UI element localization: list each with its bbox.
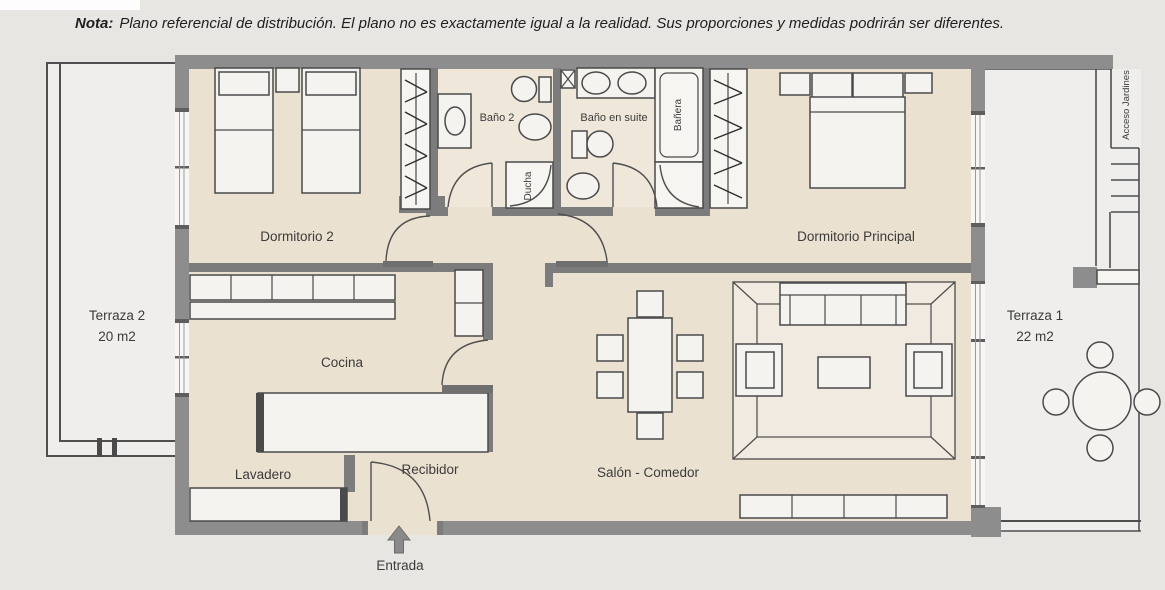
dining-chair (636, 412, 664, 440)
dining-set (596, 290, 704, 440)
pillow (852, 72, 904, 99)
sofa (779, 282, 907, 326)
label-terraza1-area: 22 m2 (1016, 329, 1054, 344)
terraza-2 (46, 62, 175, 457)
label-dormitorio-principal: Dormitorio Principal (797, 229, 915, 244)
laundry-box-icon (560, 69, 576, 89)
entrada-arrow-icon (386, 525, 412, 554)
label-terraza1: Terraza 1 (1007, 308, 1063, 323)
nightstand (275, 67, 300, 93)
dining-chair (596, 371, 624, 399)
top-left-sliver (0, 0, 140, 10)
label-recibidor: Recibidor (401, 462, 459, 477)
armchair (735, 343, 783, 397)
label-acceso-jardines: Acceso Jardines (1121, 70, 1132, 140)
terraza1-handrail (1096, 269, 1140, 285)
bathtub (654, 67, 704, 163)
wardrobe (400, 68, 431, 210)
label-entrada: Entrada (376, 558, 424, 573)
label-dormitorio2: Dormitorio 2 (260, 229, 334, 244)
glass-door-salon (971, 281, 985, 508)
terraza1-top-wall (985, 55, 1113, 69)
label-banera: Bañera (673, 98, 684, 131)
double-sink-vanity (576, 67, 656, 99)
note: Nota: Plano referencial de distribución. … (75, 15, 1004, 32)
door-cocina (441, 339, 493, 393)
doors (370, 162, 658, 522)
door-salon (556, 213, 608, 267)
label-lavadero: Lavadero (235, 467, 291, 482)
salon-furniture (596, 281, 956, 519)
dining-chair (676, 371, 704, 399)
bidet (566, 172, 600, 200)
label-terraza2: Terraza 2 (89, 308, 145, 323)
terrace-table-set (1042, 341, 1161, 462)
kitchen-cabinet-column (454, 269, 484, 337)
label-bano-en-suite: Baño en suite (580, 112, 647, 124)
dormitorio2-furniture (214, 67, 431, 210)
terraza2-gate-post (112, 438, 117, 457)
windows (175, 108, 985, 508)
label-cocina: Cocina (321, 355, 364, 370)
pillow (811, 72, 853, 99)
note-body: Plano referencial de distribución. El pl… (119, 15, 1004, 32)
lavadero-counter (189, 487, 348, 522)
toilet (571, 130, 614, 159)
nightstand (779, 72, 811, 96)
bidet (518, 113, 552, 141)
bano-en-suite-fixtures (560, 67, 704, 209)
dormitorio-principal-furniture (709, 68, 933, 209)
window-dormitorio-principal (971, 111, 985, 227)
single-bed (301, 67, 361, 194)
kitchen-island (256, 392, 489, 453)
double-bed (809, 96, 906, 189)
cocina-furniture (189, 269, 489, 522)
window-dormitorio2 (175, 108, 189, 229)
stairs (1095, 69, 1140, 531)
terraza2-gate-post (97, 438, 102, 457)
armchair (905, 343, 953, 397)
kitchen-counter (189, 274, 396, 320)
label-bano2: Baño 2 (480, 112, 515, 124)
nightstand (904, 72, 933, 94)
door-dormitorio2 (383, 215, 433, 267)
note-prefix: Nota: (75, 15, 113, 32)
coffee-table (817, 356, 871, 389)
window-cocina (175, 319, 189, 397)
label-ducha: Ducha (523, 171, 534, 200)
door-bano-en-suite (612, 162, 658, 208)
label-salon: Salón - Comedor (597, 465, 700, 480)
sink-vanity (437, 93, 472, 149)
door-bano2 (447, 162, 493, 208)
single-bed (214, 67, 274, 194)
door-entrada (370, 461, 431, 522)
dining-chair (596, 334, 624, 362)
dining-chair (636, 290, 664, 318)
toilet (510, 75, 552, 103)
terraza1-gate-post (1073, 267, 1097, 288)
sideboard (739, 494, 948, 519)
shower (654, 161, 704, 209)
shower-ducha (505, 161, 554, 209)
terraza-1 (985, 55, 1161, 532)
bano2-fixtures (437, 75, 554, 209)
dining-chair (676, 334, 704, 362)
label-terraza2-area: 20 m2 (98, 329, 136, 344)
wardrobe (709, 68, 748, 209)
room-labels: Dormitorio 2 Baño 2 Ducha Baño en suite … (89, 70, 1132, 573)
